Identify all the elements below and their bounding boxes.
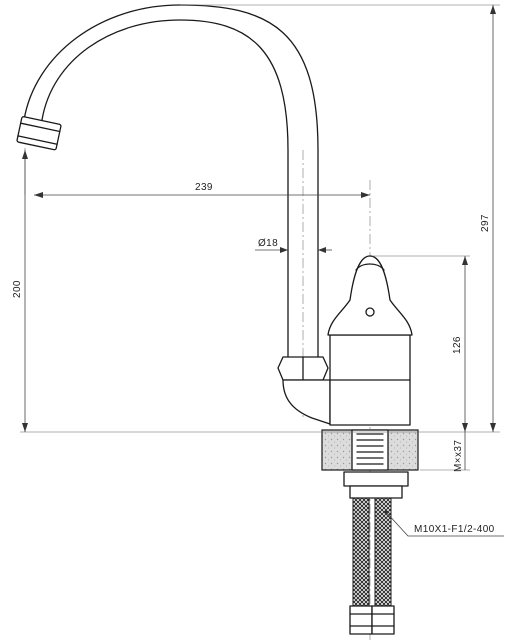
arrow-head xyxy=(361,192,370,198)
fixing-nut xyxy=(349,485,403,499)
mounting-stud xyxy=(351,429,389,471)
leader-dot xyxy=(384,510,388,514)
fixing-washer xyxy=(343,471,409,487)
hose-callout: M10X1-F1/2-400 xyxy=(384,510,504,537)
hose-connector-left xyxy=(349,605,373,635)
flex-hose-left xyxy=(352,497,370,609)
handle-screw-icon xyxy=(365,307,375,317)
arrow-head xyxy=(318,247,326,253)
hose-connector-right xyxy=(371,605,395,635)
dimension-body-height: 126 xyxy=(452,256,468,432)
arrow-head xyxy=(490,423,496,432)
dimension-mounting-thread: M×x37 xyxy=(453,432,466,472)
pipe-diameter-label: Ø18 xyxy=(258,238,278,249)
arrow-head xyxy=(22,150,28,159)
aerator-ring xyxy=(20,122,61,133)
lever-highlight xyxy=(355,263,385,271)
hose-leader-line xyxy=(385,511,504,537)
arrow-head xyxy=(280,247,288,253)
spout-base-collar xyxy=(282,379,331,425)
spout-height-label: 200 xyxy=(12,280,23,298)
lever-handle xyxy=(327,255,413,336)
hose-spec-label: M10X1-F1/2-400 xyxy=(414,524,495,535)
overall-height-label: 297 xyxy=(480,214,491,232)
dimension-reach: 239 xyxy=(34,182,370,198)
spout-outer-edge xyxy=(41,19,289,358)
arrow-head xyxy=(34,192,43,198)
fixing-assembly xyxy=(343,471,409,635)
arrow-head xyxy=(490,5,496,14)
mounting-thread-label: M×x37 xyxy=(453,440,464,472)
body-height-label: 126 xyxy=(452,336,463,354)
aerator-ring xyxy=(17,135,58,145)
dimension-spout-height: 200 xyxy=(12,150,28,432)
arrow-head xyxy=(22,423,28,432)
faucet-body xyxy=(282,255,413,426)
spout-inner-edge xyxy=(23,4,319,358)
arrow-head xyxy=(462,423,468,432)
arrow-head xyxy=(462,256,468,265)
dimension-overall-height: 297 xyxy=(480,5,496,432)
spout xyxy=(16,4,329,381)
reach-label: 239 xyxy=(195,182,213,193)
dimension-pipe-diameter: Ø18 xyxy=(255,238,332,253)
aerator-nozzle xyxy=(16,116,62,151)
counter-top xyxy=(321,429,419,471)
aerator-body xyxy=(16,116,62,151)
